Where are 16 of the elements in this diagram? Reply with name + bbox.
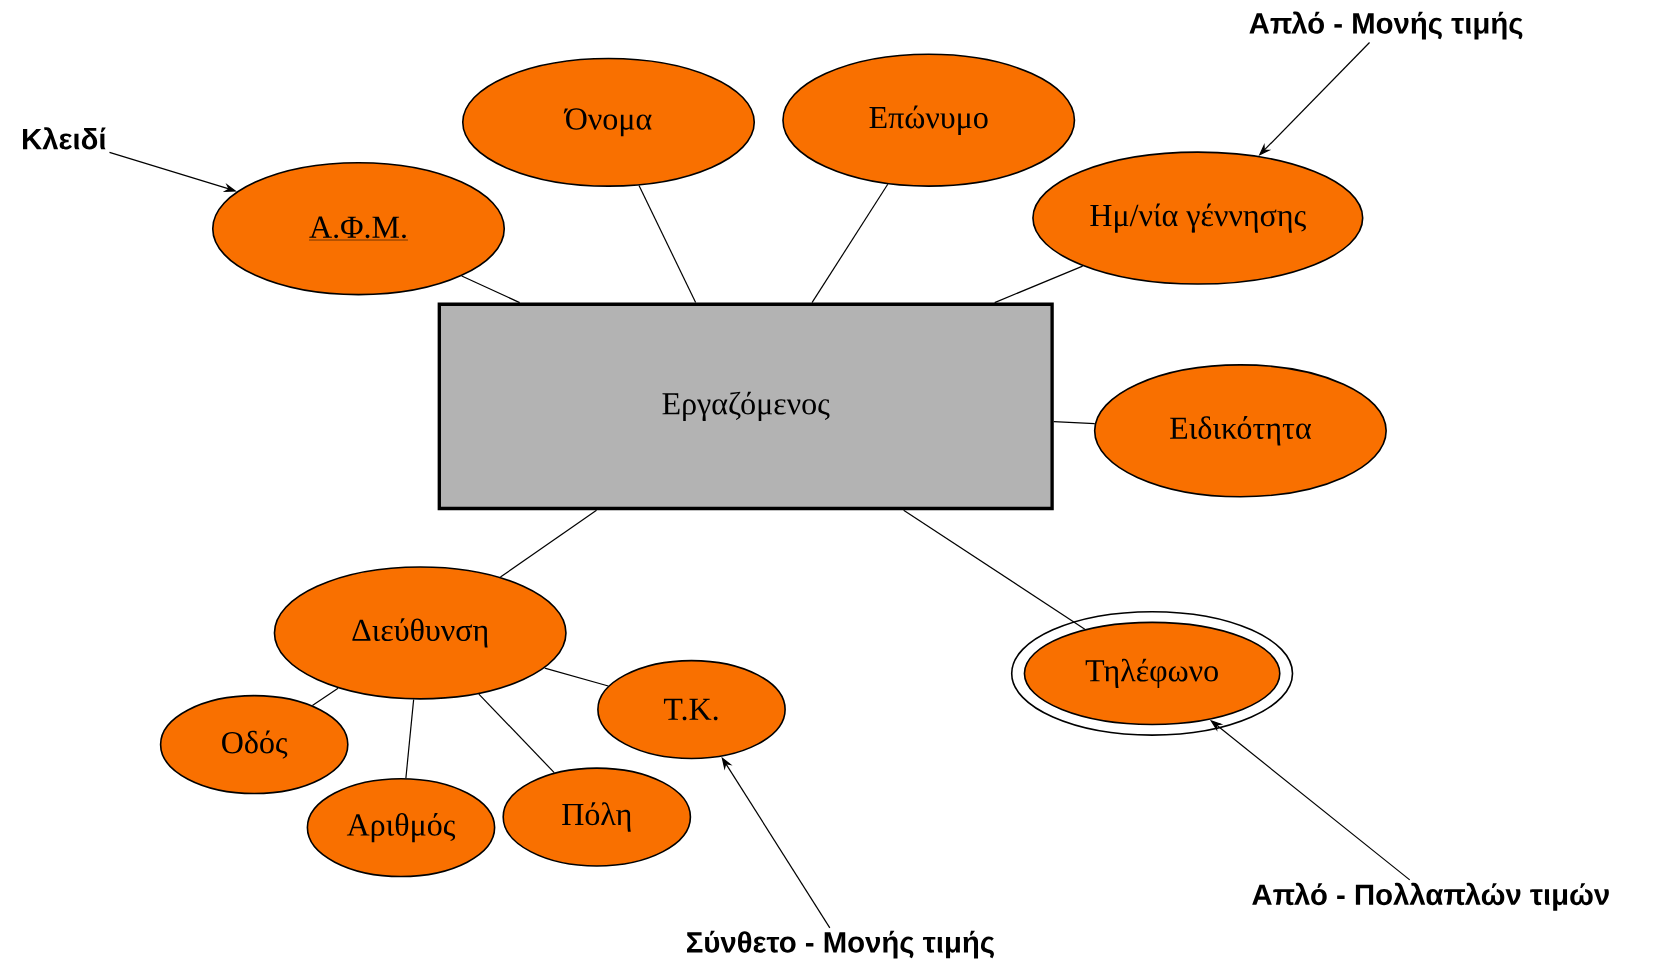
connector-line [544, 667, 609, 687]
annotation-label: Απλό - Πολλαπλών τιμών [1252, 882, 1609, 911]
connector-line [405, 698, 415, 779]
connector-line [499, 509, 598, 578]
connector-line [311, 687, 339, 707]
annotation-label: Απλό - Μονής τιμής [1249, 11, 1523, 40]
connector-line [638, 184, 697, 304]
annotation-label: Σύνθετο - Μονής τιμής [687, 930, 994, 959]
connector-line [811, 183, 889, 304]
connector-line [994, 265, 1084, 304]
entity-box: Εργαζόμενος [437, 302, 1054, 511]
connector-line [1053, 420, 1096, 425]
connector-line [478, 693, 555, 774]
connector-line [461, 275, 521, 304]
annotation-label: Κλειδί [23, 127, 106, 150]
connector-line [903, 509, 1086, 630]
